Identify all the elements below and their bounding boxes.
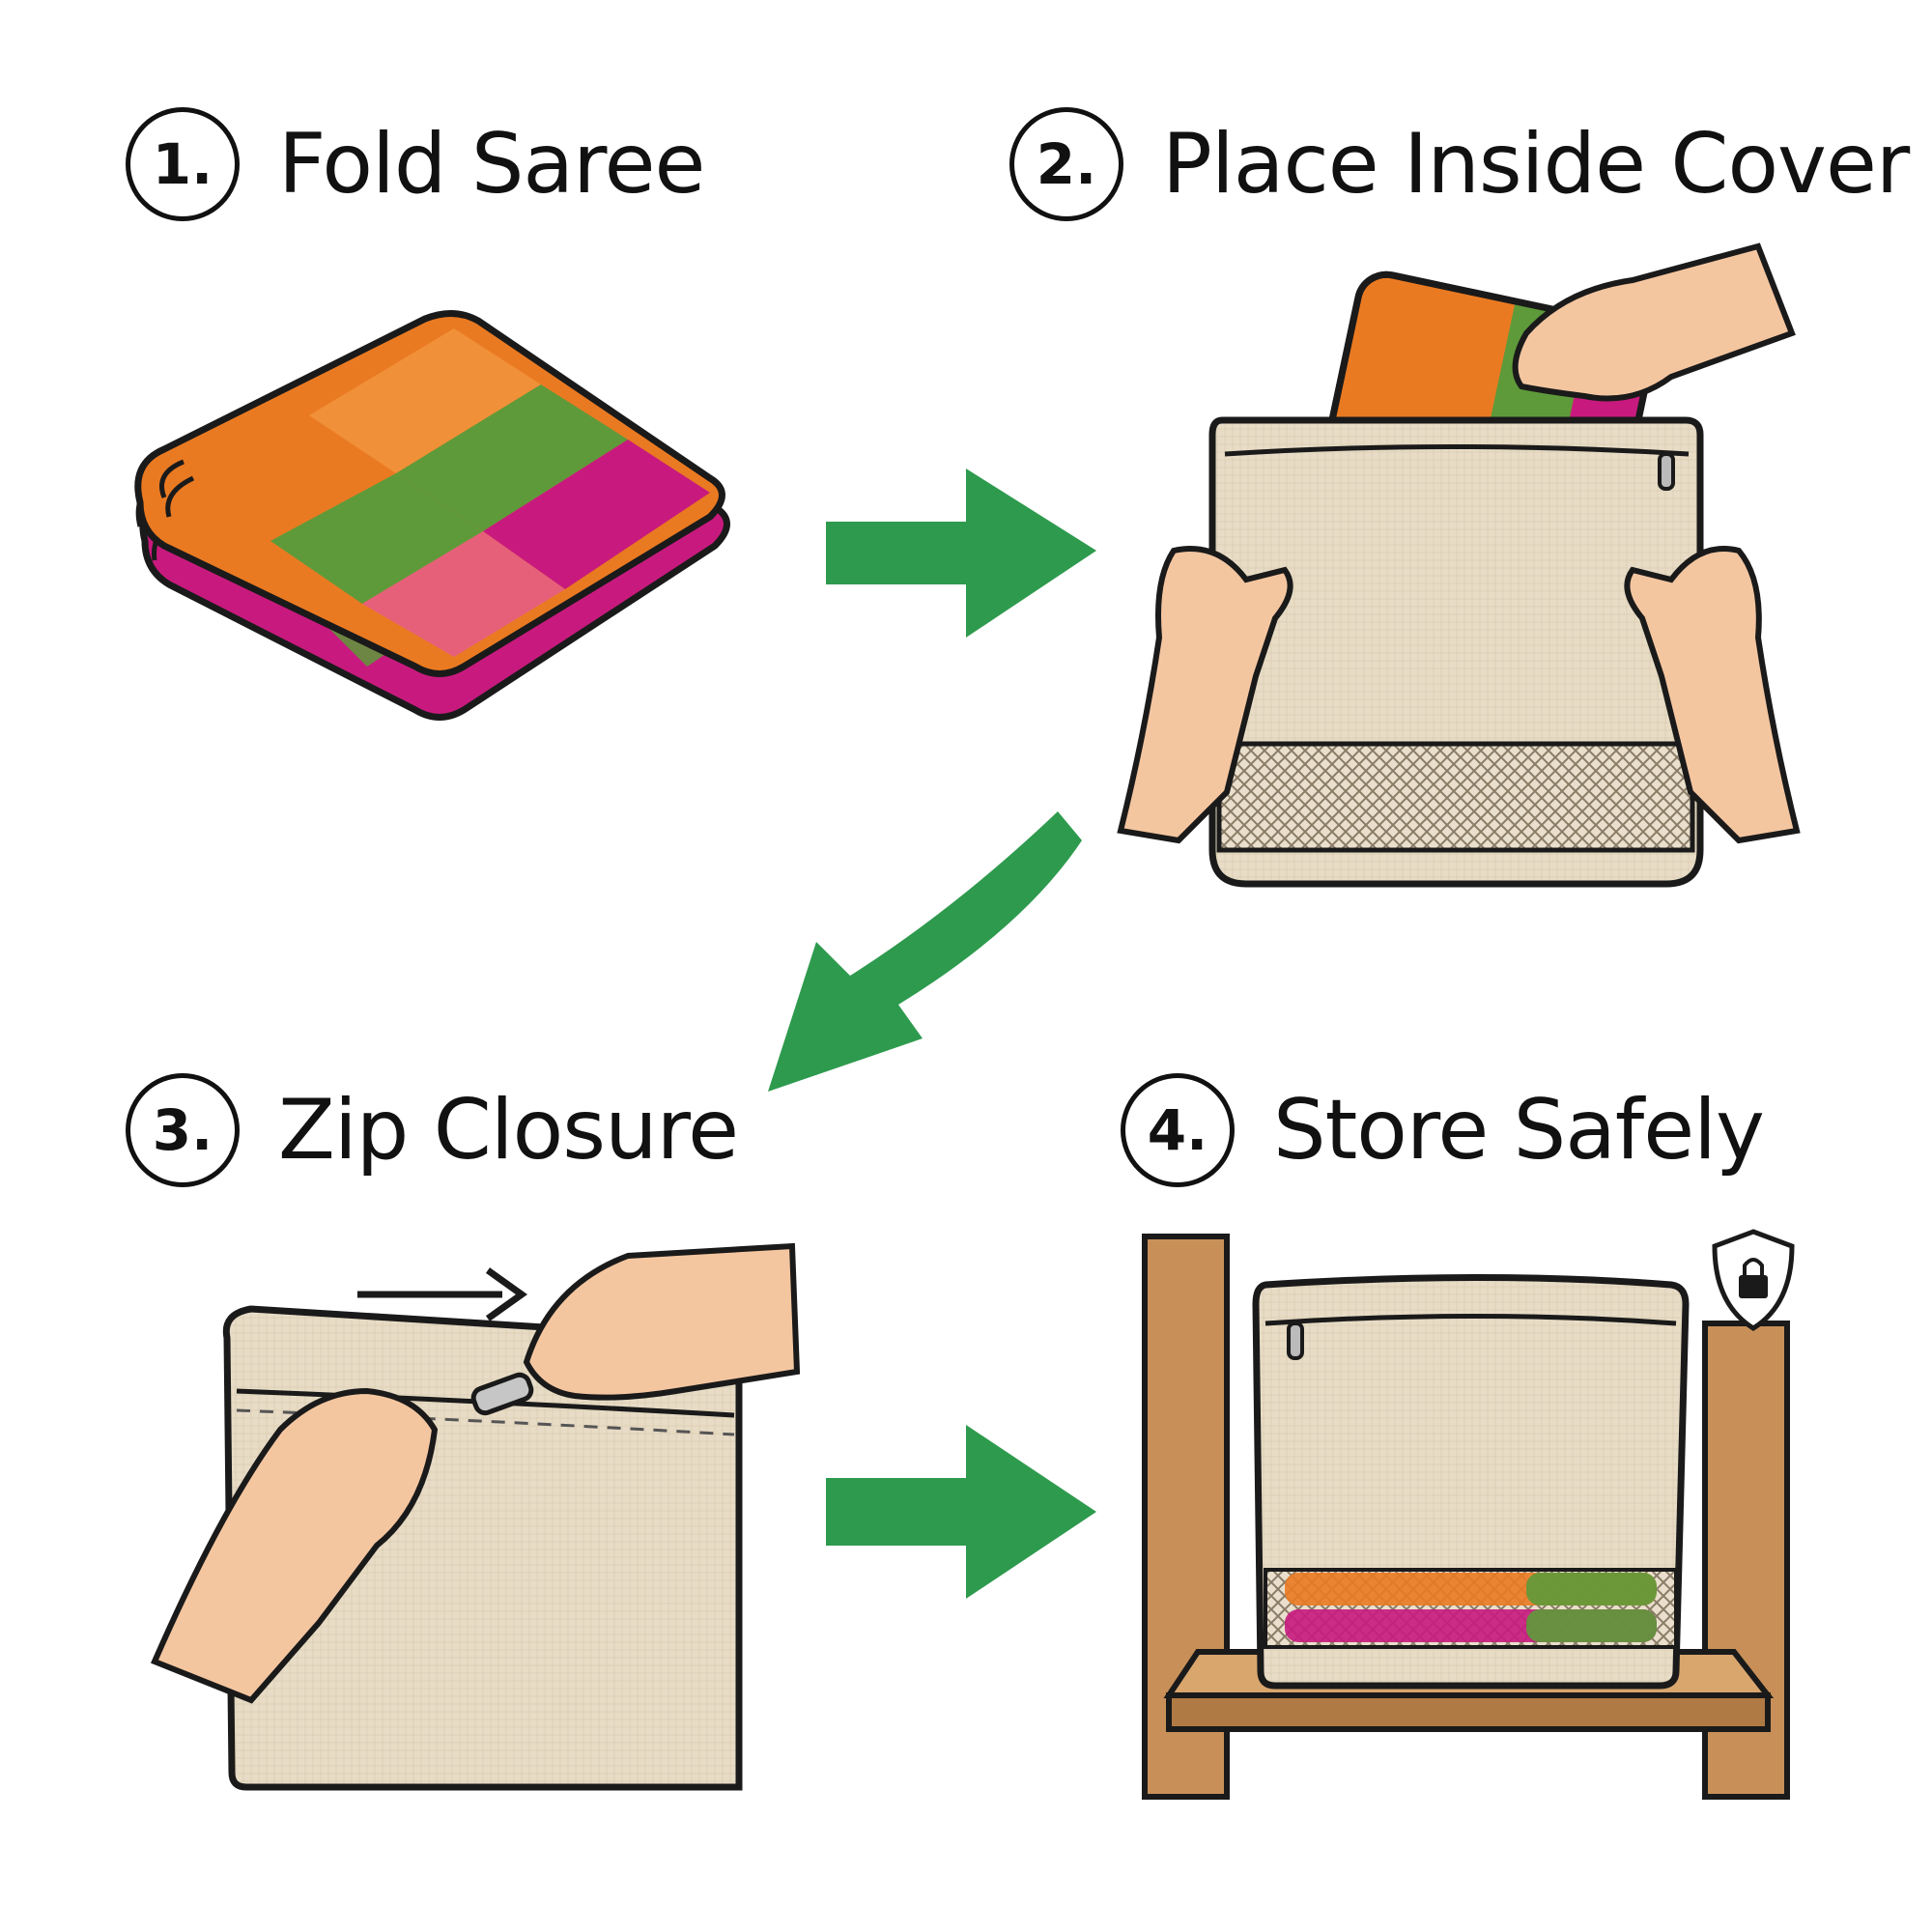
step-2-label: Place Inside Cover (1162, 116, 1910, 213)
step-1-title: 1. Fold Saree (126, 101, 705, 227)
step-1-label: Fold Saree (278, 116, 705, 213)
green-arrow-icon (826, 1425, 1096, 1599)
hands-inserting-saree-icon (1117, 242, 1801, 888)
shield-lock-icon (1712, 1229, 1795, 1331)
step-4-label: Store Safely (1273, 1082, 1765, 1179)
green-arrow-icon (768, 811, 1082, 1092)
step-1-number: 1. (126, 107, 240, 221)
green-arrow-icon (826, 469, 1096, 638)
shelf-with-cover-icon (1142, 1234, 1790, 1800)
step-3-label: Zip Closure (278, 1082, 739, 1179)
step-3-title: 3. Zip Closure (126, 1067, 739, 1193)
step-3-number: 3. (126, 1073, 240, 1187)
folded-saree-icon (134, 310, 730, 721)
step-2-number: 2. (1009, 107, 1123, 221)
step-4-title: 4. Store Safely (1121, 1067, 1765, 1193)
step-4-number: 4. (1121, 1073, 1235, 1187)
step-2-title: 2. Place Inside Cover (1009, 101, 1910, 227)
hands-zipping-cover-icon (151, 1242, 801, 1791)
